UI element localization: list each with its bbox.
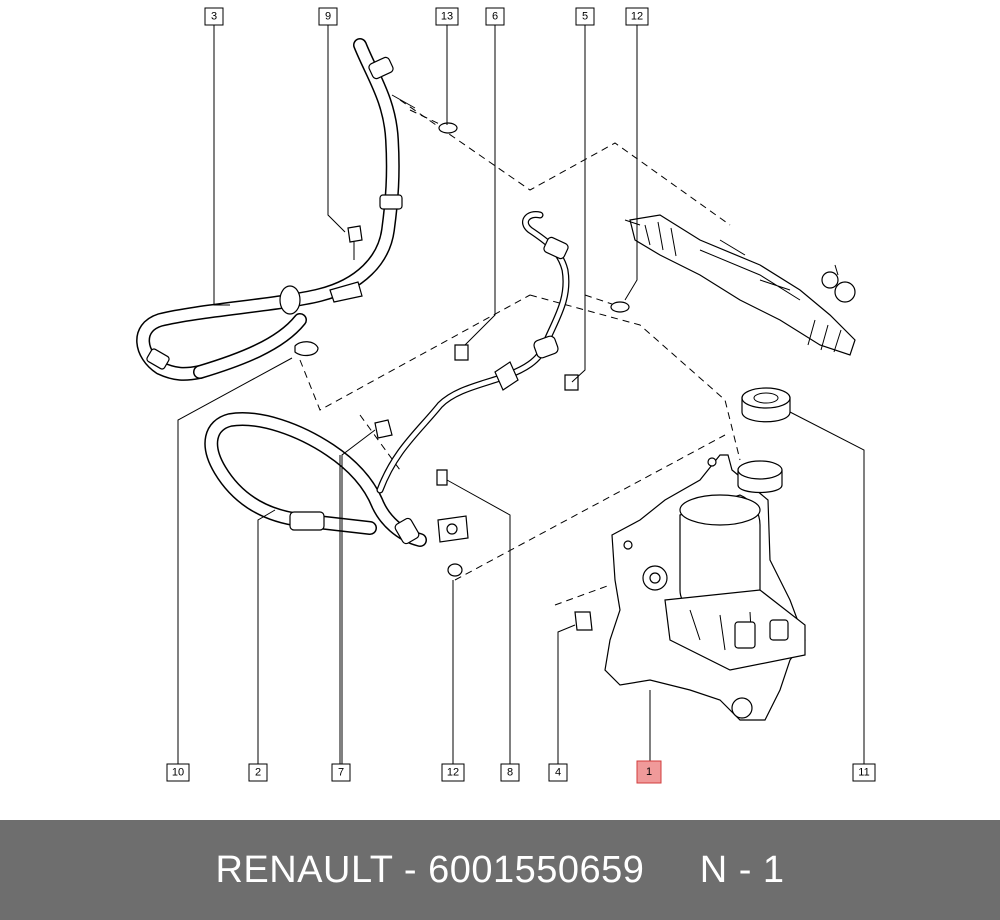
svg-text:9: 9 bbox=[325, 11, 331, 23]
svg-text:11: 11 bbox=[858, 767, 869, 779]
svg-text:7: 7 bbox=[338, 767, 344, 779]
callout-7: 7 bbox=[331, 763, 351, 782]
metal-pipe-6 bbox=[376, 210, 570, 494]
return-hose-3 bbox=[136, 38, 416, 381]
svg-text:1: 1 bbox=[646, 766, 652, 778]
pump-assembly bbox=[604, 454, 806, 721]
callout-6: 6 bbox=[485, 7, 505, 26]
callout-12-top: 12 bbox=[625, 7, 649, 26]
callout-12-bottom: 12 bbox=[441, 763, 465, 782]
pressure-hose-2 bbox=[204, 412, 427, 547]
parts-diagram: 3 9 13 6 5 12 10 2 7 12 8 4 1 11 bbox=[136, 7, 876, 784]
svg-text:5: 5 bbox=[582, 11, 588, 23]
callout-11: 11 bbox=[852, 763, 876, 782]
callout-13: 13 bbox=[435, 7, 459, 26]
leader-lines bbox=[177, 25, 865, 764]
reservoir-cap-11 bbox=[741, 387, 791, 423]
svg-text:6: 6 bbox=[492, 11, 498, 23]
callout-5: 5 bbox=[575, 7, 595, 26]
callout-2: 2 bbox=[248, 763, 268, 782]
callout-9: 9 bbox=[318, 7, 338, 26]
svg-text:3: 3 bbox=[211, 11, 217, 23]
callout-8: 8 bbox=[500, 763, 520, 782]
svg-text:12: 12 bbox=[447, 767, 459, 779]
svg-text:8: 8 bbox=[507, 767, 513, 779]
svg-text:10: 10 bbox=[172, 767, 184, 779]
callout-1-highlighted[interactable]: 1 bbox=[636, 760, 662, 784]
part-number-text: RENAULT - 6001550659 N - 1 bbox=[215, 848, 785, 891]
steering-rack bbox=[624, 214, 856, 356]
svg-text:4: 4 bbox=[555, 767, 561, 779]
callout-10: 10 bbox=[166, 763, 190, 782]
svg-text:2: 2 bbox=[255, 767, 261, 779]
callout-3: 3 bbox=[204, 7, 224, 26]
assembly-dashed-lines bbox=[299, 99, 741, 606]
fasteners bbox=[294, 122, 630, 631]
callout-4: 4 bbox=[548, 763, 568, 782]
svg-text:12: 12 bbox=[631, 11, 643, 23]
svg-text:13: 13 bbox=[441, 11, 453, 23]
part-number-banner: RENAULT - 6001550659 N - 1 bbox=[0, 820, 1000, 920]
